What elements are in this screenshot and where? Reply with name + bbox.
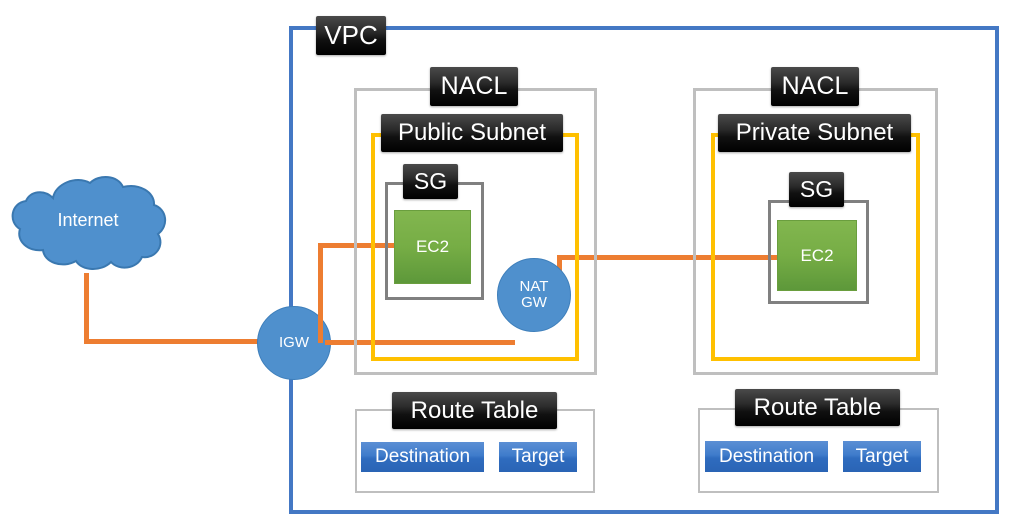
connector-internet-to-igw-horizontal	[84, 339, 264, 344]
ec2-label-public: EC2	[415, 237, 450, 256]
ec2-label-private: EC2	[800, 245, 834, 265]
igw-label: IGW	[279, 334, 309, 352]
route-table-column-destination-private[interactable]: Destination	[705, 441, 828, 472]
nat-label-line2: GW	[521, 294, 547, 311]
internet-cloud: Internet	[6, 172, 170, 277]
sg-label-private: SG	[789, 172, 844, 207]
route-table-column-target-private[interactable]: Target	[843, 441, 921, 472]
nat-gateway[interactable]: NAT GW	[497, 258, 571, 332]
route-table-label-private: Route Table	[735, 389, 900, 426]
cloud-icon	[11, 176, 166, 270]
nacl-label-public: NACL	[430, 67, 518, 106]
subnet-label-public: Public Subnet	[381, 114, 563, 152]
internet-label: Internet	[57, 210, 119, 230]
nat-label-line1: NAT	[519, 278, 549, 296]
sg-label-public: SG	[403, 164, 458, 199]
connector-internet-to-igw-vertical	[84, 273, 89, 343]
vpc-label: VPC	[316, 16, 386, 55]
route-table-column-target-public[interactable]: Target	[499, 442, 577, 472]
vpc-boundary	[289, 26, 999, 514]
nacl-label-private: NACL	[771, 67, 859, 106]
route-table-label-public: Route Table	[392, 392, 557, 429]
subnet-label-private: Private Subnet	[718, 114, 911, 152]
route-table-column-destination-public[interactable]: Destination	[361, 442, 484, 472]
connector-nat-to-private-ec2-horizontal	[557, 255, 777, 260]
connector-igw-to-public-ec2-vertical	[318, 243, 323, 343]
ec2-instance-private[interactable]: EC2	[777, 220, 857, 291]
connector-igw-to-public-ec2-horizontal	[318, 243, 398, 248]
ec2-instance-public[interactable]: EC2	[394, 210, 471, 284]
connector-igw-to-nat-horizontal	[325, 340, 515, 345]
